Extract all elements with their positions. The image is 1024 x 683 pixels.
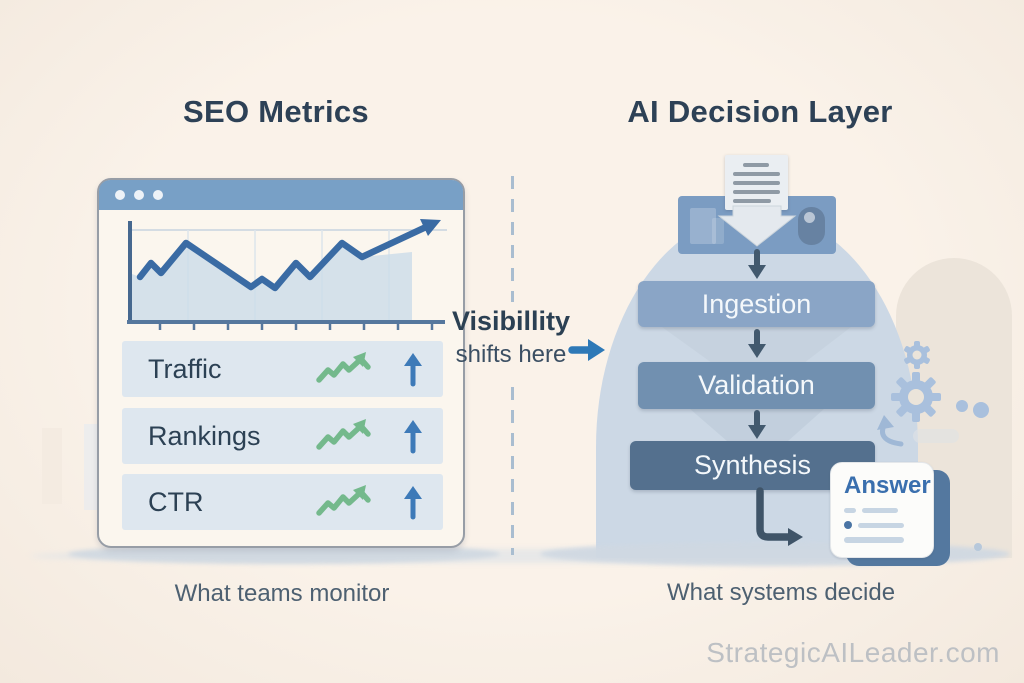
up-arrow-icon — [404, 353, 422, 387]
bg-faint-shape — [42, 428, 62, 504]
source-building-icon — [690, 208, 716, 244]
window-dot-icon — [153, 190, 163, 200]
metric-label: Traffic — [148, 353, 222, 384]
window-dot-icon — [134, 190, 144, 200]
trend-up-icon — [316, 485, 371, 516]
bullet-dot-icon — [844, 521, 852, 529]
up-arrow-icon — [404, 420, 422, 454]
metric-row-rankings: Rankings — [122, 408, 443, 464]
metric-row-traffic: Traffic — [122, 341, 443, 397]
chart-arrowhead-icon — [420, 219, 441, 236]
browser-titlebar — [99, 180, 463, 210]
trend-up-icon — [316, 352, 371, 383]
answer-title: Answer — [844, 472, 931, 499]
answer-card: Answer — [830, 462, 934, 558]
bullet-line — [862, 508, 898, 513]
ground-shadow-left — [68, 544, 500, 564]
divider-dashed-line — [511, 387, 514, 555]
stage-label: Ingestion — [701, 288, 812, 319]
bullet-dash-icon — [844, 508, 856, 513]
document-text-line — [733, 172, 780, 176]
left-title: SEO Metrics — [183, 94, 369, 129]
answer-bullet-row — [844, 521, 933, 529]
answer-bullet-row — [844, 537, 933, 543]
left-caption: What teams monitor — [174, 580, 390, 607]
metric-label: Rankings — [148, 420, 261, 451]
divider-dashed-line — [511, 176, 514, 302]
right-title: AI Decision Layer — [627, 94, 893, 129]
watermark: StrategicAILeader.com — [706, 637, 1000, 668]
up-arrow-icon — [404, 486, 422, 520]
source-user-icon — [804, 212, 815, 223]
stage-label: Validation — [698, 370, 815, 400]
chart-area — [132, 243, 412, 321]
chart-line — [136, 223, 430, 292]
bullet-line — [844, 537, 904, 543]
source-building-icon — [712, 218, 724, 244]
right-caption: What systems decide — [666, 579, 896, 606]
answer-bullet-row — [844, 508, 933, 513]
document-text-line — [733, 190, 780, 194]
document-icon — [725, 155, 788, 210]
metric-label: CTR — [148, 486, 204, 517]
window-dot-icon — [115, 190, 125, 200]
stage-label: Synthesis — [693, 450, 812, 480]
document-text-line — [733, 199, 771, 203]
metric-row-ctr: CTR — [122, 474, 443, 530]
callout-line1: Visibillity — [451, 306, 571, 336]
axis-ticks — [158, 324, 434, 330]
callout-line2: shifts here — [455, 341, 567, 368]
stage-ingestion: Ingestion — [638, 281, 875, 327]
seo-line-chart — [127, 219, 447, 330]
document-text-line — [743, 163, 769, 167]
trend-up-icon — [316, 419, 371, 450]
bullet-line — [858, 522, 904, 528]
document-text-line — [733, 181, 780, 185]
answer-card-group: Answer — [830, 460, 952, 570]
stage-validation: Validation — [638, 362, 875, 409]
